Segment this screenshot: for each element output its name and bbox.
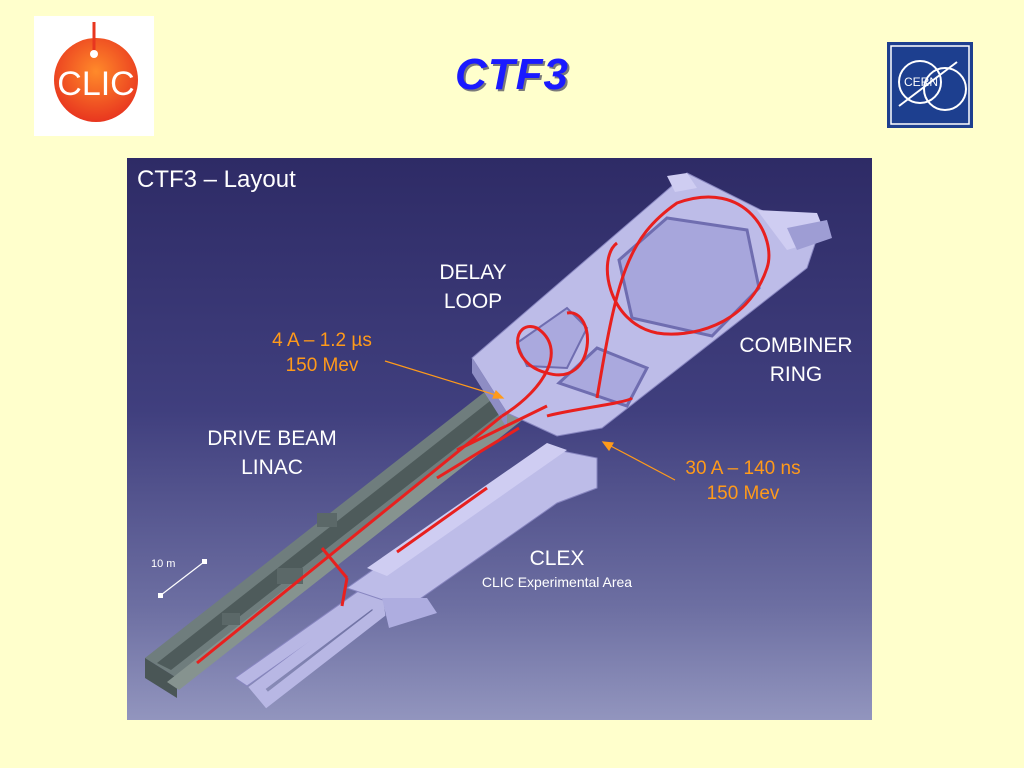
cern-logo-graphic: CERN bbox=[887, 42, 973, 128]
beam-lines bbox=[196, 195, 771, 665]
beam1-arrowhead bbox=[492, 389, 505, 399]
scale-bar-label: 10 m bbox=[151, 558, 176, 570]
transfer-line-middle bbox=[436, 426, 520, 480]
delay-loop-label: DELAY LOOP bbox=[417, 258, 529, 316]
ring-extraction-beam bbox=[546, 396, 634, 418]
linac-beam-line bbox=[196, 414, 503, 665]
beam1-arrow bbox=[384, 360, 500, 397]
panel-title: CTF3 – Layout bbox=[137, 166, 296, 193]
drive-beam-linac-label: DRIVE BEAM LINAC bbox=[187, 424, 357, 482]
delay-loop-label-line2: LOOP bbox=[443, 290, 503, 313]
combiner-ring-label: COMBINER RING bbox=[725, 331, 867, 389]
beam1-annotation: 4 A – 1.2 µs 150 Mev bbox=[257, 328, 387, 378]
beam2-arrow bbox=[606, 443, 676, 481]
clic-logo: CLIC bbox=[34, 16, 154, 136]
annotation-arrows bbox=[384, 360, 676, 481]
layout-diagram-panel: CTF3 – Layout DELAY LOOP COMBINER RING D… bbox=[127, 158, 872, 720]
clic-logo-graphic: CLIC bbox=[54, 22, 138, 122]
delay-loop-label-line1: DELAY bbox=[439, 261, 507, 284]
delay-loop-beam bbox=[501, 311, 589, 418]
clic-logo-text: CLIC bbox=[57, 65, 134, 103]
clex-label-subtitle: CLIC Experimental Area bbox=[481, 574, 633, 590]
ctf3-layout-drawing bbox=[145, 172, 832, 709]
beam2-arrowhead bbox=[601, 441, 614, 452]
beam2-annotation-line1: 30 A – 140 ns bbox=[685, 458, 801, 479]
clex-beam-line bbox=[396, 486, 488, 554]
clex-label: CLEX CLIC Experimental Area bbox=[454, 544, 660, 591]
clex-label-title: CLEX bbox=[529, 547, 585, 570]
page-title: CTF3 bbox=[455, 50, 569, 99]
drive-beam-label-line1: DRIVE BEAM bbox=[207, 427, 337, 450]
combiner-ring-building bbox=[471, 172, 832, 437]
beam1-annotation-line2: 150 Mev bbox=[285, 355, 359, 376]
probe-beam-line bbox=[320, 547, 349, 579]
drive-beam-label-line2: LINAC bbox=[241, 456, 303, 479]
probe-beam-end bbox=[340, 577, 349, 607]
combiner-ring-beam bbox=[595, 195, 771, 399]
beam1-annotation-line1: 4 A – 1.2 µs bbox=[272, 330, 372, 351]
transfer-line-upper bbox=[456, 404, 548, 452]
combiner-ring-label-line2: RING bbox=[769, 363, 823, 386]
scale-bar bbox=[158, 559, 207, 598]
beam2-annotation-line2: 150 Mev bbox=[706, 483, 780, 504]
beam2-annotation: 30 A – 140 ns 150 Mev bbox=[667, 456, 819, 506]
cern-logo: CERN bbox=[887, 42, 973, 128]
combiner-ring-label-line1: COMBINER bbox=[739, 334, 853, 357]
clex-building bbox=[234, 443, 598, 709]
cern-logo-text: CERN bbox=[904, 75, 938, 89]
